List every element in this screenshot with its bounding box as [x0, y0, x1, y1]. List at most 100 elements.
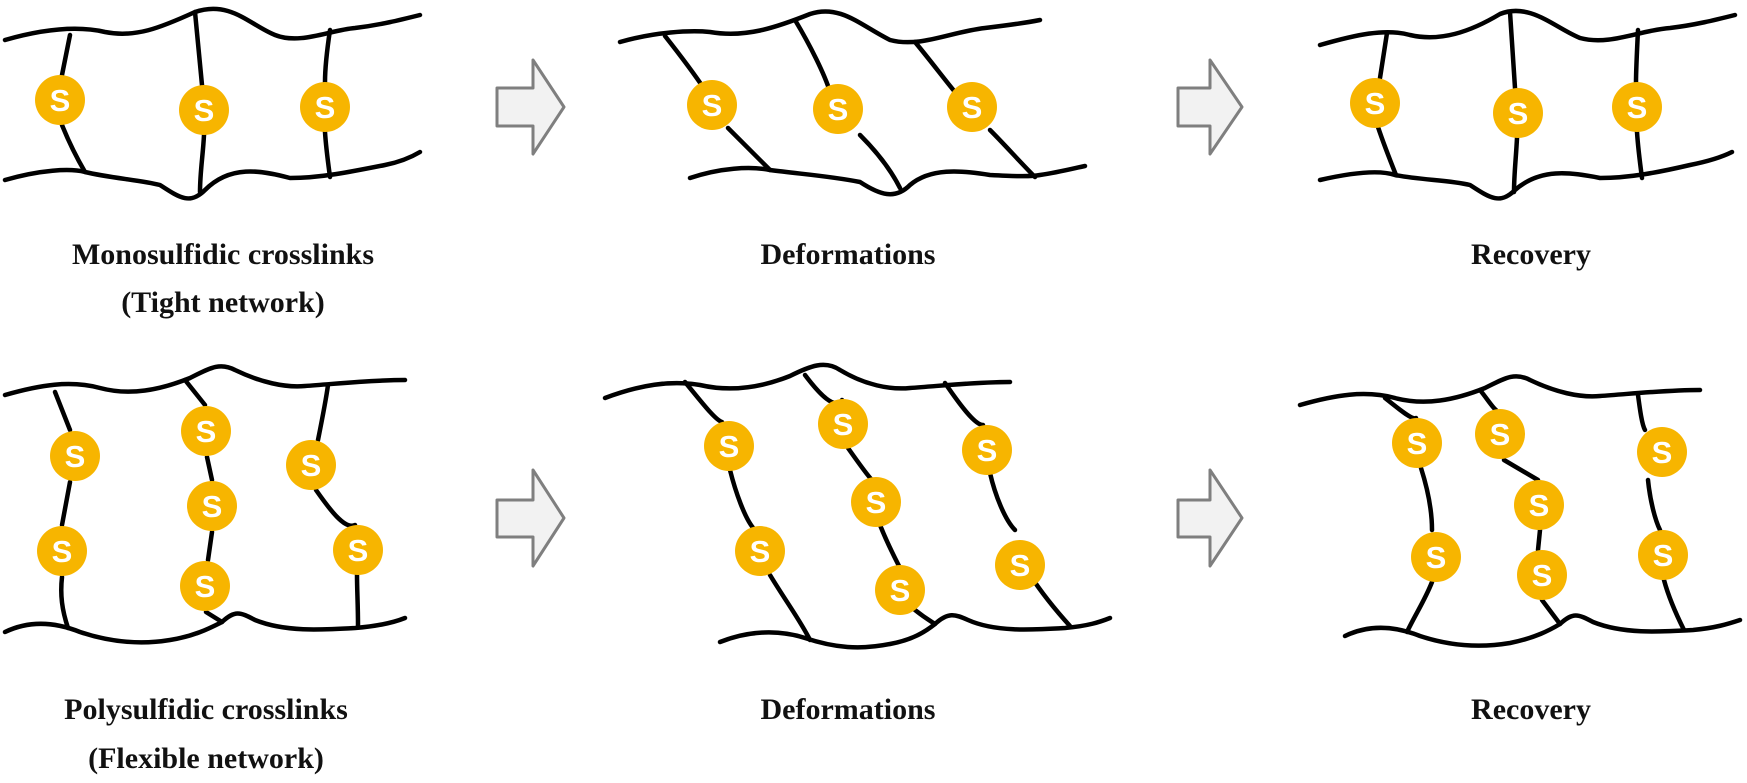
right-arrow-icon	[495, 58, 566, 156]
polymer-chain-top	[1297, 374, 1703, 408]
sulfur-atom: S	[1411, 532, 1461, 582]
svg-text:S: S	[1508, 96, 1529, 131]
crosslink	[1375, 30, 1399, 178]
polymer-chain-top	[617, 9, 1043, 45]
svg-text:S: S	[196, 414, 217, 449]
right-arrow-icon	[495, 468, 566, 568]
svg-text:S: S	[202, 489, 223, 524]
svg-text:S: S	[1529, 488, 1550, 523]
svg-text:S: S	[1490, 417, 1511, 452]
crosslink	[52, 389, 73, 631]
crosslink	[59, 32, 88, 175]
sulfur-atom: S	[50, 431, 100, 481]
panel-mono-recovery: S S S	[1317, 8, 1738, 201]
crosslink	[322, 27, 333, 180]
sulfur-atom: S	[1514, 480, 1564, 530]
sulfur-atom: S	[813, 84, 863, 134]
crosslink	[682, 379, 813, 643]
sulfur-atom: S	[1638, 530, 1688, 580]
svg-text:S: S	[348, 533, 369, 568]
svg-text:S: S	[1652, 435, 1673, 470]
polymer-chain-top	[2, 6, 423, 43]
sulfur-atom: S	[180, 561, 230, 611]
crosslink	[313, 382, 361, 628]
svg-text:S: S	[828, 92, 849, 127]
sulfur-atom: S	[1350, 78, 1400, 128]
svg-text:S: S	[1010, 548, 1031, 583]
svg-text:S: S	[890, 573, 911, 608]
svg-text:S: S	[1407, 426, 1428, 461]
polymer-chain-top	[1317, 8, 1738, 48]
svg-text:S: S	[962, 90, 983, 125]
panel-poly-recovery: S S S S S S S	[1297, 374, 1743, 648]
sulfur-atom: S	[1517, 550, 1567, 600]
crosslink	[1633, 27, 1645, 181]
svg-text:S: S	[1426, 540, 1447, 575]
sulfur-atom: S	[687, 80, 737, 130]
svg-text:S: S	[194, 93, 215, 128]
crosslink	[192, 9, 207, 195]
sulfur-atom: S	[1493, 88, 1543, 138]
polymer-chain-top	[2, 364, 408, 398]
sulfur-atom: S	[300, 82, 350, 132]
right-arrow-icon	[1176, 58, 1244, 156]
caption-mono-line2: (Tight network)	[121, 286, 325, 319]
svg-text:S: S	[52, 534, 73, 569]
sulfur-atom: S	[181, 406, 231, 456]
caption-poly-line1: Polysulfidic crosslinks	[64, 693, 348, 726]
svg-text:S: S	[301, 448, 322, 483]
panel-mono-deformation: S S S	[617, 9, 1088, 197]
sulfur-atom: S	[1475, 409, 1525, 459]
crosslink	[1477, 387, 1563, 627]
sulfur-atom: S	[704, 421, 754, 471]
sulfur-atom: S	[1637, 427, 1687, 477]
sulfur-atom: S	[35, 75, 85, 125]
crosslink	[1635, 392, 1687, 633]
crosslink	[912, 39, 1038, 180]
sulfur-atom: S	[947, 82, 997, 132]
polymer-chain-bottom	[717, 613, 1113, 650]
sulfur-atom: S	[187, 481, 237, 531]
svg-text:S: S	[1653, 538, 1674, 573]
svg-text:S: S	[50, 83, 71, 118]
panel-poly-deformation: S S S S S S S	[602, 362, 1113, 650]
svg-text:S: S	[833, 407, 854, 442]
svg-text:S: S	[315, 90, 336, 125]
panel-poly-flexible: S S S S S S S	[2, 364, 408, 645]
sulfur-atom: S	[995, 540, 1045, 590]
sulfur-atom: S	[1392, 418, 1442, 468]
sulfur-atom: S	[179, 85, 229, 135]
sulfur-atom: S	[286, 440, 336, 490]
polymer-chain-bottom	[1317, 149, 1735, 201]
right-arrow-icon	[1176, 468, 1244, 568]
svg-text:S: S	[195, 569, 216, 604]
caption-deformations-2: Deformations	[761, 693, 936, 726]
caption-recovery-2: Recovery	[1471, 693, 1591, 726]
svg-text:S: S	[750, 534, 771, 569]
svg-text:S: S	[719, 429, 740, 464]
crosslink	[1507, 9, 1520, 195]
svg-text:S: S	[1532, 558, 1553, 593]
panel-mono-tight: S S S	[2, 6, 423, 201]
svg-text:S: S	[702, 88, 723, 123]
sulfur-atom: S	[851, 477, 901, 527]
svg-text:S: S	[866, 485, 887, 520]
svg-text:S: S	[1365, 86, 1386, 121]
crosslink	[942, 380, 1073, 629]
svg-text:S: S	[65, 439, 86, 474]
caption-deformations-1: Deformations	[761, 238, 936, 271]
sulfur-atom: S	[37, 526, 87, 576]
sulfur-atom: S	[962, 425, 1012, 475]
sulfur-atom: S	[1612, 82, 1662, 132]
svg-text:S: S	[977, 433, 998, 468]
sulfur-atom: S	[333, 525, 383, 575]
polymer-chain-bottom	[2, 149, 423, 201]
sulfur-atom: S	[875, 565, 925, 615]
caption-poly-line2: (Flexible network)	[88, 742, 324, 775]
sulfur-atom: S	[818, 399, 868, 449]
sulfur-atom: S	[735, 526, 785, 576]
caption-recovery-1: Recovery	[1471, 238, 1591, 271]
svg-text:S: S	[1627, 90, 1648, 125]
crosslink	[182, 377, 225, 625]
